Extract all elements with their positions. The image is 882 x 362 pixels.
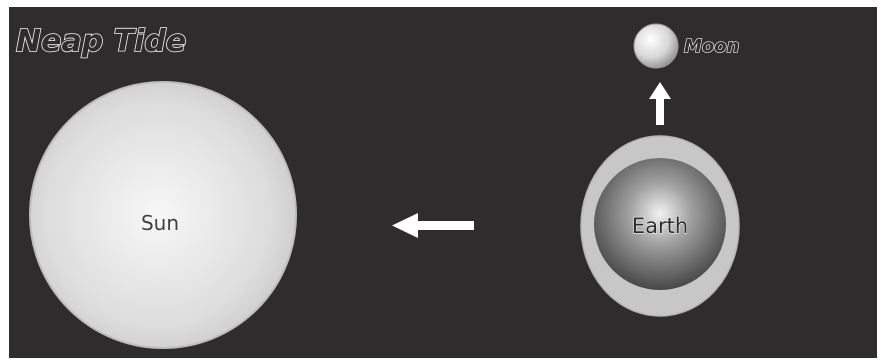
sun: Sun — [30, 82, 296, 348]
moon-body — [634, 24, 678, 68]
earth-label: Earth — [632, 214, 688, 238]
moon-label: Moon — [684, 36, 739, 57]
earth-system: Earth — [581, 136, 739, 316]
diagram-title: Neap Tide — [16, 24, 186, 59]
arrow-up-icon — [649, 82, 671, 125]
moon: Moon — [634, 24, 739, 68]
sun-label: Sun — [141, 211, 179, 235]
arrow-left-icon — [392, 213, 474, 238]
